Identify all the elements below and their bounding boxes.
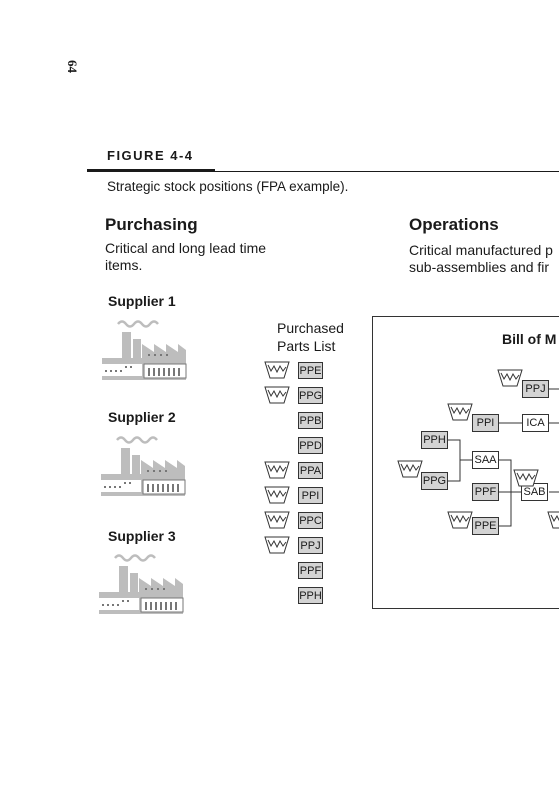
factory-icon bbox=[99, 554, 184, 614]
bom-buffer-ppi bbox=[447, 403, 473, 426]
bom-node-ppj: PPJ bbox=[522, 380, 549, 398]
factory-icon bbox=[102, 320, 187, 380]
bom-node-ica: ICA bbox=[522, 414, 549, 432]
part-ppd: PPD bbox=[298, 437, 323, 454]
stock-buffer-icon bbox=[264, 511, 290, 529]
bom-buffer-ppe bbox=[447, 511, 473, 534]
purchasing-description: Critical and long lead time items. bbox=[105, 240, 267, 273]
part-buffer-ppc bbox=[264, 511, 290, 534]
bom-buffer-right bbox=[547, 511, 559, 534]
figure-rule-thin bbox=[215, 171, 559, 172]
bom-node-ppf: PPF bbox=[472, 483, 499, 501]
part-buffer-ppj bbox=[264, 536, 290, 559]
part-pph: PPH bbox=[298, 587, 323, 604]
part-ppc: PPC bbox=[298, 512, 323, 529]
stock-buffer-icon bbox=[497, 369, 523, 387]
stock-buffer-icon bbox=[447, 403, 473, 421]
part-ppg: PPG bbox=[298, 387, 323, 404]
stock-buffer-icon bbox=[447, 511, 473, 529]
bom-panel bbox=[372, 316, 559, 609]
bom-buffer-ppg bbox=[397, 460, 423, 483]
purchasing-title: Purchasing bbox=[105, 215, 198, 234]
part-buffer-ppe bbox=[264, 361, 290, 384]
stock-buffer-icon bbox=[264, 461, 290, 479]
part-ppe: PPE bbox=[298, 362, 323, 379]
stock-buffer-icon bbox=[264, 536, 290, 554]
bom-node-pph: PPH bbox=[421, 431, 448, 449]
part-ppb: PPB bbox=[298, 412, 323, 429]
operations-description: Critical manufactured p sub-assemblies a… bbox=[409, 242, 553, 275]
bom-title: Bill of M bbox=[502, 331, 557, 347]
stock-buffer-icon bbox=[547, 511, 559, 529]
parts-list-title: Purchased Parts List bbox=[277, 320, 344, 354]
stock-buffer-icon bbox=[264, 361, 290, 379]
part-ppi: PPI bbox=[298, 487, 323, 504]
part-ppa: PPA bbox=[298, 462, 323, 479]
bom-node-saa: SAA bbox=[472, 451, 499, 469]
part-buffer-ppa bbox=[264, 461, 290, 484]
part-ppj: PPJ bbox=[298, 537, 323, 554]
bom-buffer-ppj bbox=[497, 369, 523, 392]
stock-buffer-icon bbox=[264, 386, 290, 404]
supplier-1-label: Supplier 1 bbox=[108, 293, 176, 309]
stock-buffer-icon bbox=[513, 469, 539, 487]
supplier-2-label: Supplier 2 bbox=[108, 409, 176, 425]
stock-buffer-icon bbox=[397, 460, 423, 478]
factory-icon bbox=[101, 436, 186, 496]
figure-rule-thick bbox=[87, 169, 215, 172]
bom-node-ppi: PPI bbox=[472, 414, 499, 432]
part-buffer-ppi bbox=[264, 486, 290, 509]
bom-node-sab: SAB bbox=[521, 483, 548, 501]
bom-buffer-sab bbox=[513, 469, 539, 492]
part-buffer-ppg bbox=[264, 386, 290, 409]
stock-buffer-icon bbox=[264, 486, 290, 504]
bom-node-ppe: PPE bbox=[472, 517, 499, 535]
supplier-3-label: Supplier 3 bbox=[108, 528, 176, 544]
part-ppf: PPF bbox=[298, 562, 323, 579]
figure-caption: Strategic stock positions (FPA example). bbox=[107, 179, 349, 194]
figure-label: FIGURE 4-4 bbox=[107, 148, 194, 163]
bom-node-ppg: PPG bbox=[421, 472, 448, 490]
operations-title: Operations bbox=[409, 215, 499, 234]
